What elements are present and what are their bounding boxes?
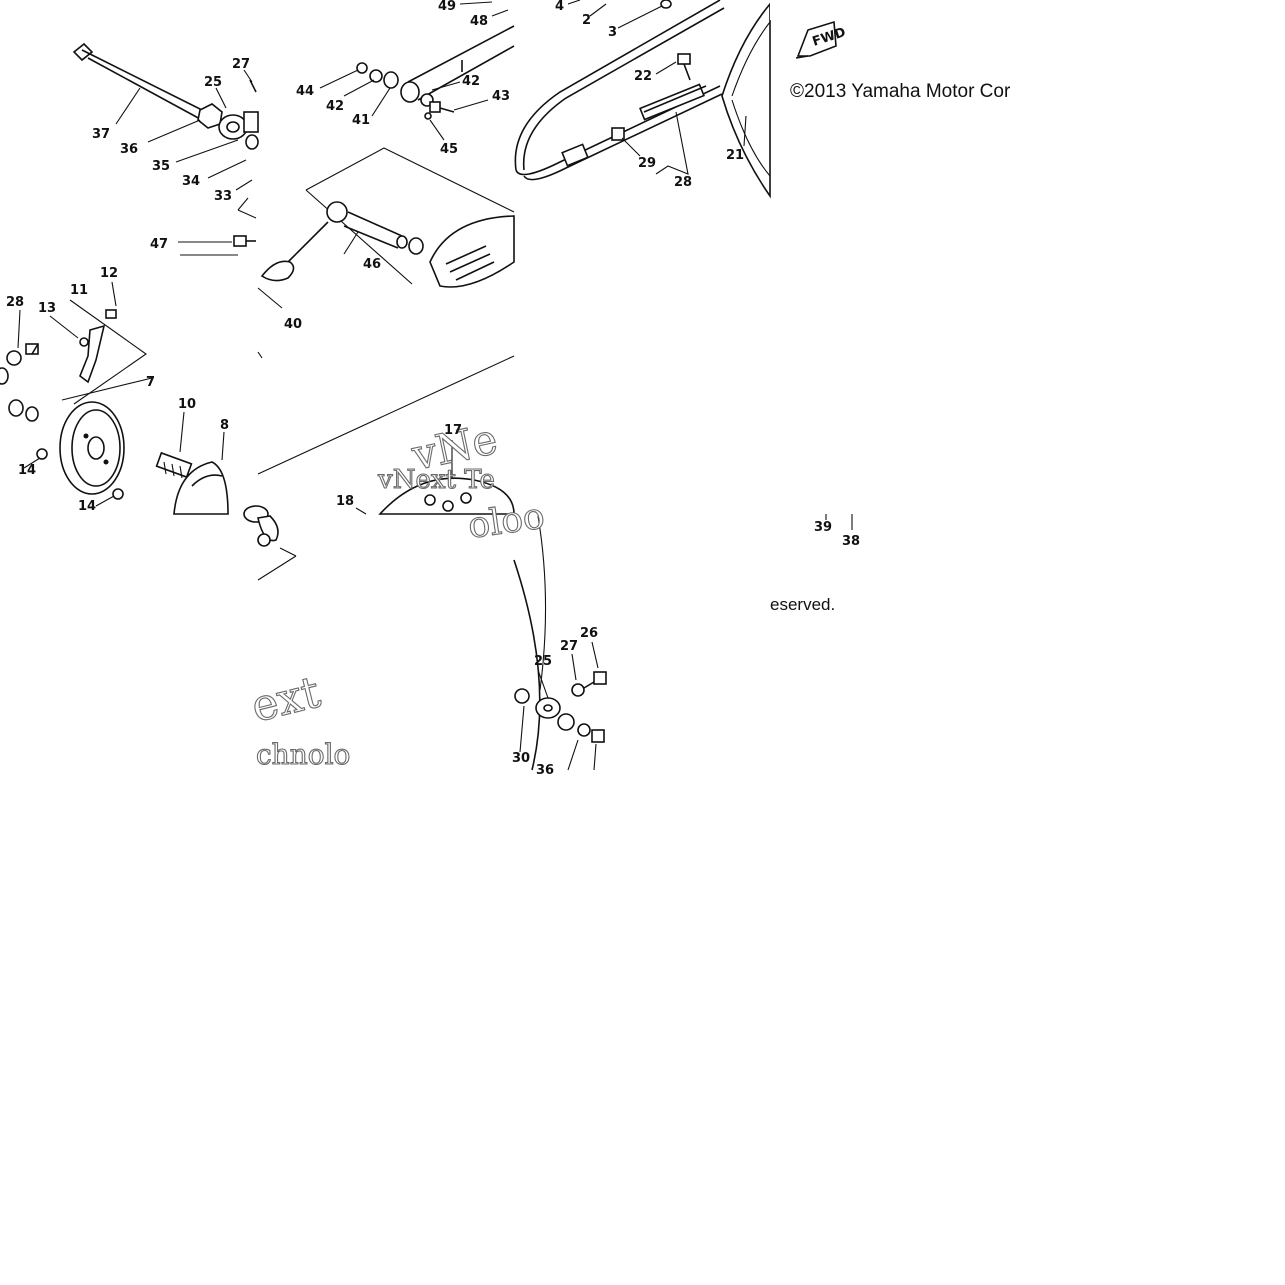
- bolt: [180, 235, 256, 256]
- pivot-shaft: [400, 25, 515, 103]
- brake-cam: [155, 411, 193, 479]
- part-label: 38: [842, 534, 860, 549]
- part-label: 39: [814, 520, 832, 535]
- part-label: 22: [634, 69, 652, 84]
- tile-lower-middle: [257, 515, 297, 581]
- part-label: 8: [220, 418, 229, 433]
- part-label: 12: [100, 266, 118, 281]
- part-label: 33: [214, 189, 232, 204]
- part-label: 48: [470, 14, 488, 29]
- tile-top-right: [514, 0, 771, 199]
- part-label: 44: [296, 84, 314, 99]
- part-label: 14: [78, 499, 96, 514]
- part-label: 47: [150, 237, 168, 252]
- part-label: 2: [582, 13, 591, 28]
- watermark: vNe vNext Te oloo ext chnolo: [246, 414, 548, 772]
- part-label: 3: [608, 25, 617, 40]
- part-label: 40: [284, 317, 302, 332]
- part-labels: 49 48 4 2 3 27 25 37 36 35 34 33 44 42 4…: [6, 0, 860, 778]
- part-label: 49: [438, 0, 456, 14]
- rear-sprocket: [721, 1, 771, 199]
- part-label: 27: [232, 57, 250, 72]
- part-label: 46: [363, 257, 381, 272]
- copyright-notice: ©2013 Yamaha Motor Cor: [790, 81, 1011, 102]
- part-label: 43: [492, 89, 510, 104]
- part-label: 11: [70, 283, 88, 298]
- part-label: 28: [6, 295, 24, 310]
- part-label: 30: [512, 751, 530, 766]
- brake-panel: [59, 377, 153, 495]
- cam-lever: [79, 309, 117, 384]
- part-label: 26: [580, 626, 598, 641]
- tile-mid-left: [0, 281, 269, 523]
- axle-nut: [197, 103, 223, 129]
- brake-shoe: [173, 431, 229, 515]
- part-label: 41: [352, 113, 370, 128]
- part-label: 10: [178, 397, 196, 412]
- part-label: 18: [336, 494, 354, 509]
- part-label: 42: [326, 99, 344, 114]
- brake-shoe: [429, 215, 515, 288]
- part-label: 29: [638, 156, 656, 171]
- part-label: 36: [120, 142, 138, 157]
- part-label: 13: [38, 301, 56, 316]
- part-label: 25: [204, 75, 222, 90]
- part-label: 36: [536, 763, 554, 778]
- axle-shaft: [72, 42, 207, 121]
- chain-guide: [257, 221, 329, 309]
- tile-top-middle: [257, 1, 515, 515]
- tile-top-left: [72, 42, 259, 256]
- bolt: [429, 101, 455, 113]
- watermark-fragment: chnolo: [256, 738, 350, 771]
- part-label: 17: [444, 423, 462, 438]
- part-label: 42: [462, 74, 480, 89]
- chain-adjuster: [218, 79, 259, 150]
- chain-joint: [561, 83, 707, 167]
- part-label: 37: [92, 127, 110, 142]
- spacer-tube: [326, 201, 424, 255]
- rights-notice: eserved.: [770, 595, 835, 614]
- part-label: 34: [182, 174, 200, 189]
- part-label: 28: [674, 175, 692, 190]
- watermark-fragment: ext: [246, 667, 325, 733]
- part-label: 35: [152, 159, 170, 174]
- sprocket-fragment: [355, 440, 515, 515]
- part-label: 27: [560, 639, 578, 654]
- part-label: 21: [726, 148, 744, 163]
- drive-chain: [514, 0, 725, 181]
- part-label: 25: [534, 654, 552, 669]
- part-label: 45: [440, 142, 458, 157]
- part-label: 7: [146, 375, 155, 390]
- part-label: 4: [555, 0, 564, 14]
- fwd-badge: FWD: [795, 20, 848, 59]
- part-label: 14: [18, 463, 36, 478]
- bolt: [677, 53, 691, 81]
- watermark-fragment: vNext Te: [377, 465, 495, 495]
- tile-lower-right: [513, 514, 853, 771]
